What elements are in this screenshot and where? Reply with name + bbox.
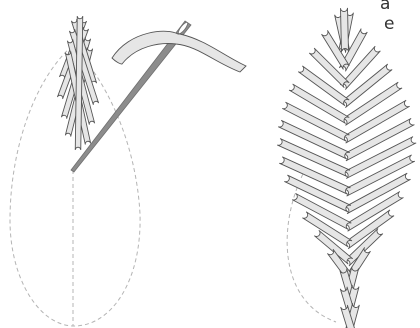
step-in-progress-figure xyxy=(10,16,246,326)
thread-icon xyxy=(112,31,246,72)
corner-text-line-2: e xyxy=(384,14,394,34)
stitch-strand xyxy=(289,84,349,124)
corner-text-line-1: a xyxy=(380,0,390,14)
stitch-strand xyxy=(341,8,349,52)
stitch-strand xyxy=(278,120,350,159)
stitch-strands xyxy=(277,8,416,328)
stitch-strands xyxy=(57,16,98,150)
stitch-strand xyxy=(282,102,349,141)
completed-leaf-figure xyxy=(277,8,416,328)
